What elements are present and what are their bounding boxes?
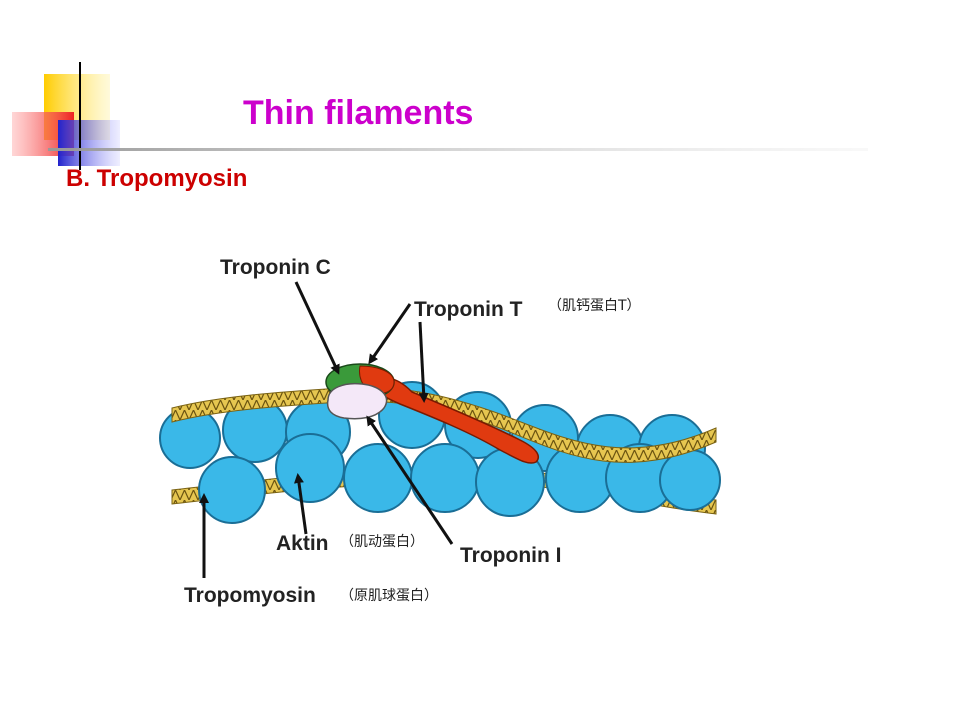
label-aktin-cn: （肌动蛋白） (340, 534, 424, 550)
deco-rule-line (48, 148, 868, 151)
label-troponin-c: Troponin C (220, 256, 331, 279)
deco-blue-square (58, 120, 120, 166)
actin-bead (198, 456, 266, 524)
actin-bead (659, 449, 721, 511)
label-troponin-t-cn: （肌钙蛋白T） (548, 298, 641, 314)
slide-title: Thin filaments (243, 94, 474, 132)
arrow-troponin-c (294, 281, 340, 375)
actin-bead (275, 433, 345, 503)
slide-decoration (12, 62, 868, 170)
label-troponin-i: Troponin I (460, 544, 561, 567)
label-troponin-t: Troponin T (414, 298, 523, 321)
label-arrows (199, 281, 454, 578)
arrow-aktin (294, 473, 308, 535)
arrow-troponin-t-cap (368, 303, 412, 365)
troponin-t-shape (374, 377, 540, 464)
actin-bead (410, 443, 480, 513)
troponin-i-shape (326, 382, 388, 420)
label-tropomyosin-cn: （原肌球蛋白） (340, 588, 438, 604)
actin-bead (343, 443, 413, 513)
label-tropomyosin: Tropomyosin (184, 584, 316, 607)
slide-subtitle: B. Tropomyosin (66, 165, 248, 192)
arrow-troponin-i (366, 415, 454, 545)
label-aktin: Aktin (276, 532, 329, 555)
arrow-troponin-t-tail (418, 321, 429, 403)
